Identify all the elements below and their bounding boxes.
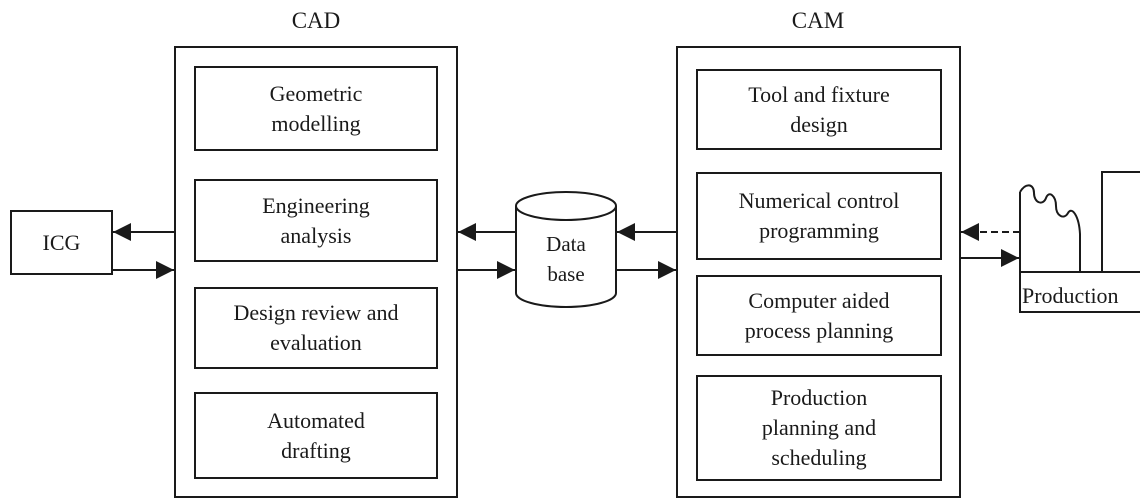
- cam-box-4: [696, 375, 942, 481]
- cam-box-2: [696, 172, 942, 260]
- cad-box-2: [194, 179, 438, 262]
- cam-container: [676, 46, 961, 498]
- cam-item-tool-fixture-design: Tool and fixture design: [748, 81, 890, 137]
- cam-title: CAM: [791, 8, 845, 33]
- icg-box: [10, 210, 113, 275]
- cad-item-engineering-analysis: Engineering analysis: [262, 192, 370, 248]
- cad-item-geometric-modelling: Geometric modelling: [269, 80, 363, 136]
- cam-item-production-planning: Production planning and scheduling: [761, 385, 877, 470]
- cam-box-1: [696, 69, 942, 150]
- cad-box-4: [194, 392, 438, 479]
- database-cylinder: [515, 191, 617, 308]
- production-label: Production: [1022, 283, 1119, 308]
- cad-item-automated-drafting: Automated drafting: [267, 407, 365, 463]
- database-label: Data base: [546, 232, 586, 286]
- cad-title: CAD: [291, 8, 341, 33]
- icg-label: ICG: [42, 229, 81, 255]
- cam-item-process-planning: Computer aided process planning: [744, 287, 894, 343]
- cad-box-3: [194, 287, 438, 369]
- cam-item-nc-programming: Numerical control programming: [738, 188, 900, 243]
- cad-box-1: [194, 66, 438, 151]
- cad-item-design-review: Design review and evaluation: [233, 300, 399, 355]
- cam-box-3: [696, 275, 942, 356]
- cad-container: [174, 46, 458, 498]
